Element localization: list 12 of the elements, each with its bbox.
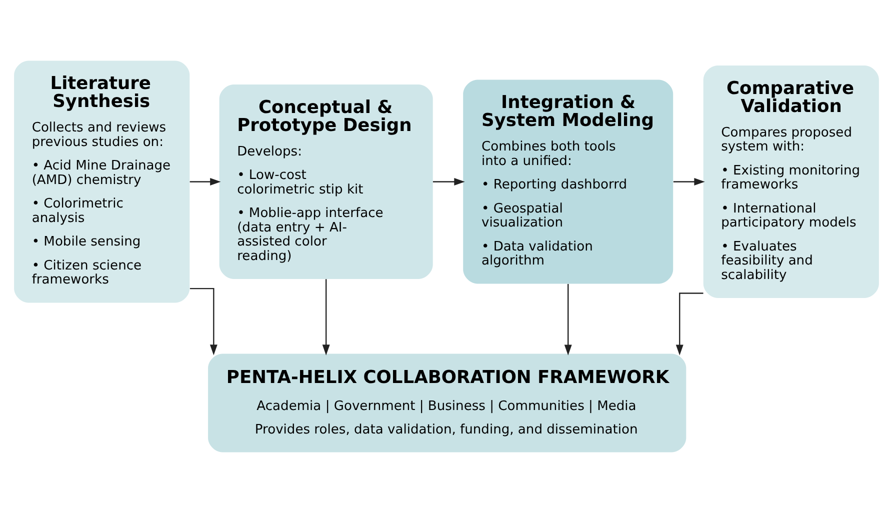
arrow <box>189 178 220 185</box>
node-box: Integration & System Modeling Combines both tools into a unified: • Reporting dashborrd • Geospatial visualization • Data validation algorithm <box>462 79 673 284</box>
arrow <box>432 178 464 185</box>
node-box: PENTA-HELIX COLLABORATION FRAMEWORK Academia | Government | Business | Communities | Media Provides roles, data validation, funding, and dissemination <box>208 353 686 452</box>
node-box: Comparative Validation Compares proposed system with: • Existing monitoring frameworks • International participatory models • Evaluates feasibility and scalability <box>702 65 878 298</box>
arrow <box>322 278 330 355</box>
arrow <box>672 178 704 185</box>
node-box: Literature Synthesis Collects and reviews previous studies on: • Acid Mine Drainage (AMD) chemistry • Colorimetric analysis • Mobile sensing • Citizen science frameworks <box>14 60 190 302</box>
arrow <box>189 287 217 355</box>
arrow <box>564 283 572 355</box>
node-box: Conceptual & Prototype Design Develops: • Low-cost colorimetric stip kit • Moblie-app interface (data entry + AI-assisted color reading) <box>218 84 432 279</box>
arrow <box>675 292 703 355</box>
